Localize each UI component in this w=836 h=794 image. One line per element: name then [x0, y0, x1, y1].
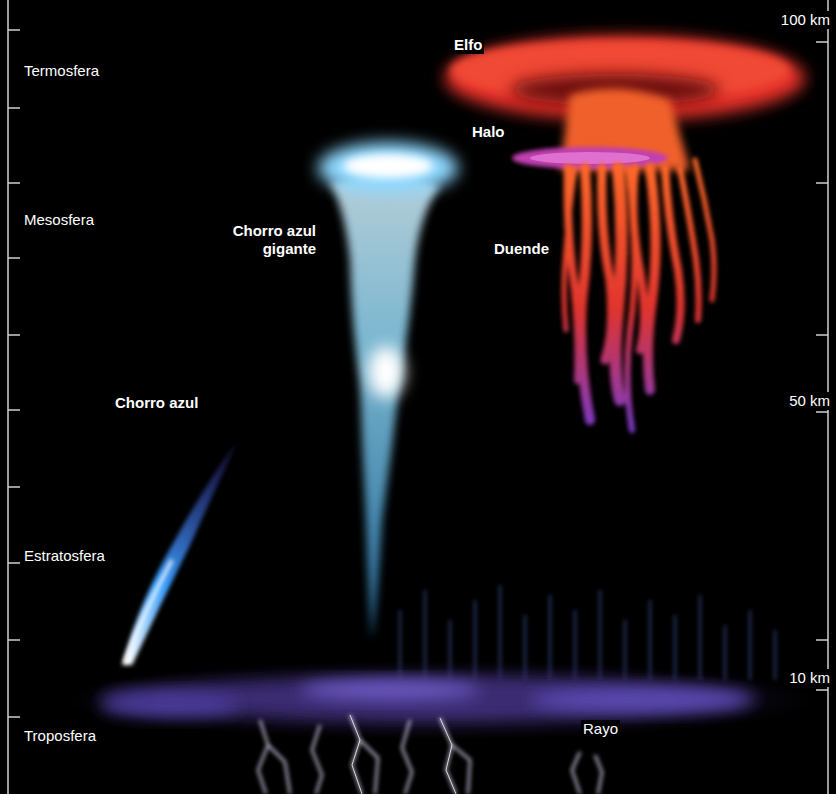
layer-name: Troposfera — [22, 727, 98, 745]
layer-name: Estratosfera — [22, 547, 107, 565]
altitude-label: 100 km — [779, 11, 832, 29]
phenomenon-label: Duende — [492, 240, 551, 258]
altitude-label: 50 km — [787, 392, 832, 410]
phenomenon-label: Rayo — [581, 720, 620, 738]
layer-name: Termosfera — [22, 62, 101, 80]
phenomenon-label: Chorro azul gigante — [204, 222, 318, 258]
phenomenon-label: Chorro azul — [113, 394, 200, 412]
altitude-label: 10 km — [787, 669, 832, 687]
layer-name: Mesosfera — [22, 211, 96, 229]
phenomenon-label: Halo — [470, 123, 507, 141]
phenomenon-label: Elfo — [452, 36, 484, 54]
